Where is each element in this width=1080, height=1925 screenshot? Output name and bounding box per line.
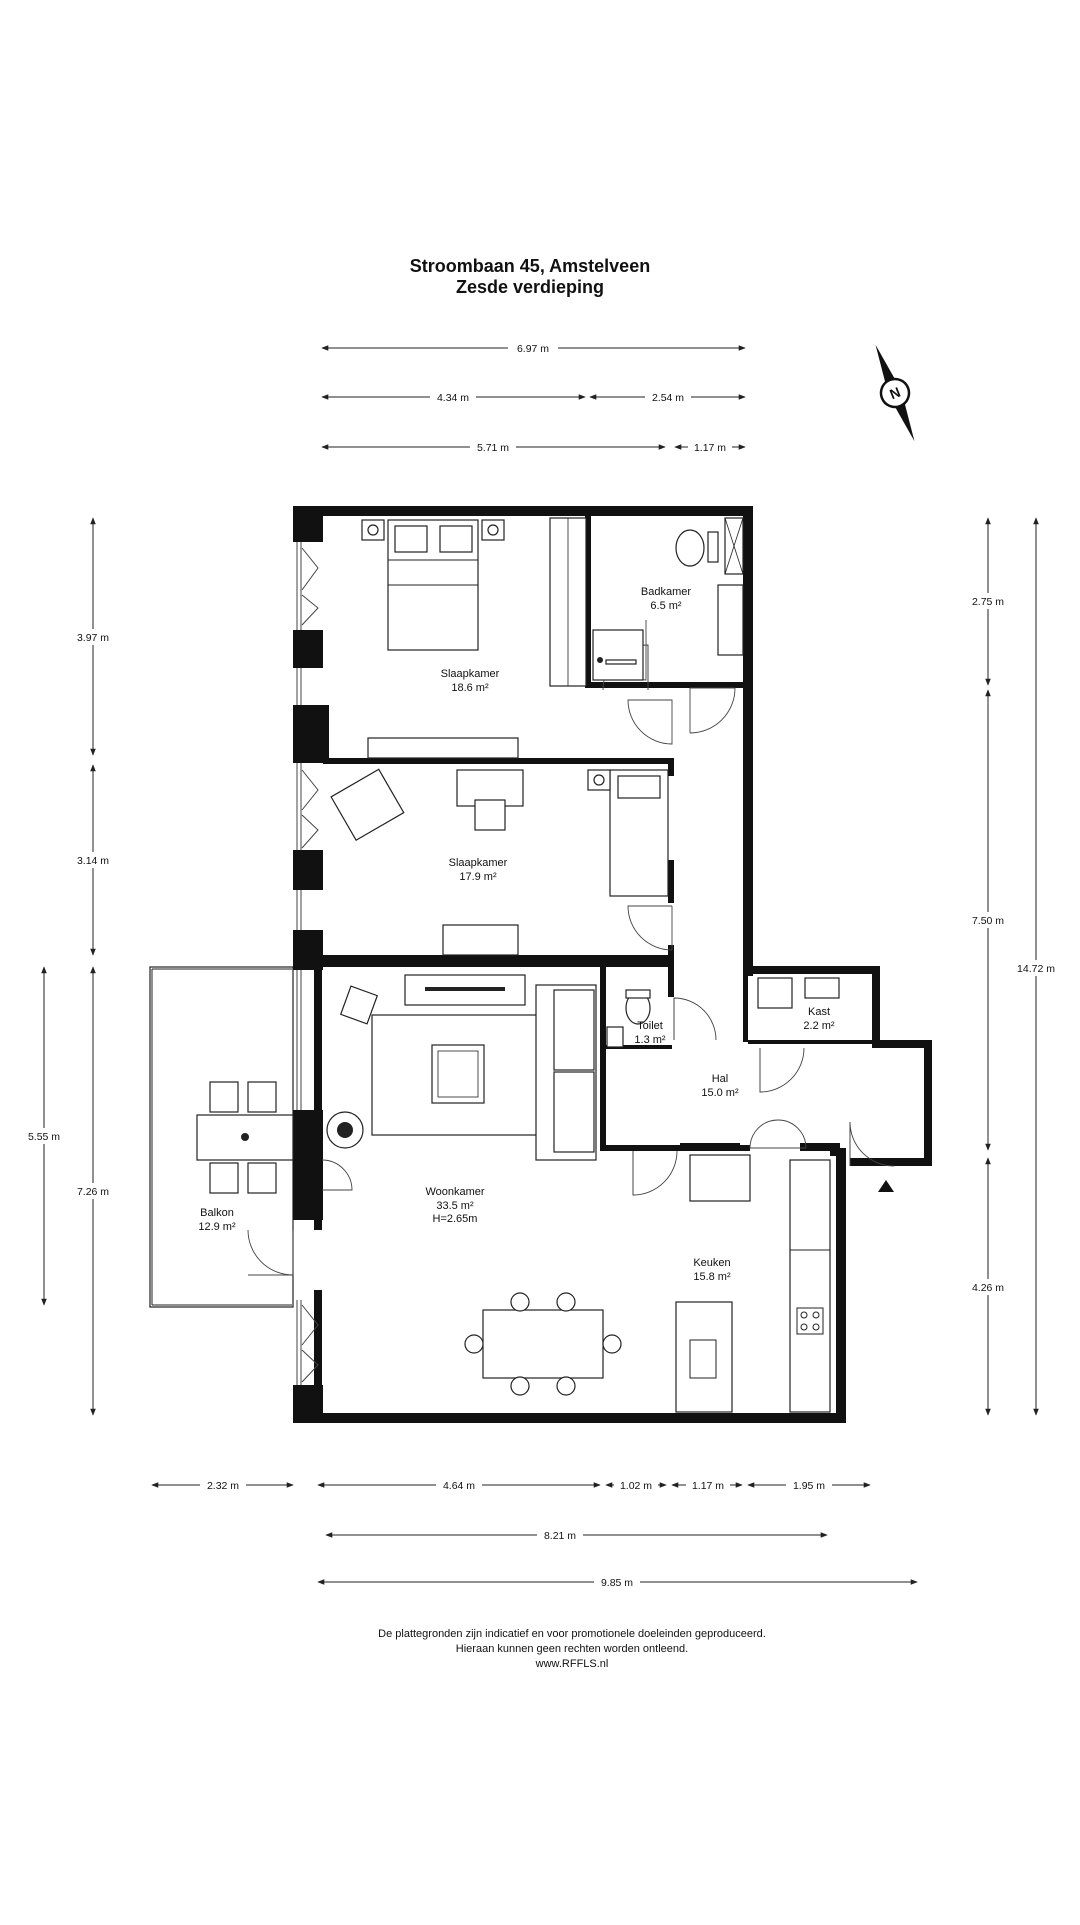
sofa <box>535 984 597 1161</box>
sideboard <box>442 924 519 956</box>
room-name-bedroom1: Slaapkamer <box>441 668 500 680</box>
page-subtitle: Zesde verdieping <box>456 277 604 297</box>
room-name-toilet: Toilet <box>637 1020 663 1032</box>
room-area-closet: 2.2 m² <box>803 1020 835 1032</box>
double-bed <box>387 519 479 651</box>
room-name-living: Woonkamer <box>425 1186 484 1198</box>
disclaimer-line2: Hieraan kunnen geen rechten worden ontle… <box>456 1643 688 1655</box>
svg-text:1.17 m: 1.17 m <box>694 442 726 454</box>
svg-text:14.72 m: 14.72 m <box>1017 963 1055 975</box>
svg-text:4.26 m: 4.26 m <box>972 1282 1004 1294</box>
room-area-toilet: 1.3 m² <box>634 1034 666 1046</box>
single-bed <box>587 769 669 897</box>
svg-text:1.02 m: 1.02 m <box>620 1480 652 1492</box>
svg-text:4.64 m: 4.64 m <box>443 1480 475 1492</box>
right-dimensions: 2.75 m 7.50 m 4.26 m 14.72 m <box>966 517 1060 1416</box>
walls <box>293 506 932 1423</box>
svg-text:3.97 m: 3.97 m <box>77 632 109 644</box>
svg-text:7.26 m: 7.26 m <box>77 1186 109 1198</box>
svg-text:6.97 m: 6.97 m <box>517 343 549 355</box>
room-name-kitchen: Keuken <box>693 1257 730 1269</box>
coffee-table <box>431 1044 485 1104</box>
windows <box>296 542 319 1385</box>
room-height-living: H=2.65m <box>433 1213 478 1225</box>
entrance-arrow-icon <box>878 1180 894 1192</box>
balcony-table-set <box>196 1081 294 1194</box>
kitchen-cabinet <box>689 1154 751 1202</box>
tv-unit <box>404 974 526 1006</box>
website-link[interactable]: www.RFFLS.nl <box>535 1658 609 1670</box>
bottom-dimensions: 2.32 m 4.64 m 1.02 m 1.17 m 1.95 m 8.21 … <box>151 1477 918 1590</box>
armchair <box>339 985 379 1025</box>
north-arrow-icon: N <box>875 344 915 442</box>
room-area-kitchen: 15.8 m² <box>693 1271 731 1283</box>
svg-text:1.95 m: 1.95 m <box>793 1480 825 1492</box>
room-name-balcony: Balkon <box>200 1207 234 1219</box>
svg-text:4.34 m: 4.34 m <box>437 392 469 404</box>
svg-text:9.85 m: 9.85 m <box>601 1577 633 1589</box>
toilet-fixture <box>606 989 651 1048</box>
svg-text:2.54 m: 2.54 m <box>652 392 684 404</box>
room-area-bedroom1: 18.6 m² <box>451 682 489 694</box>
svg-text:3.14 m: 3.14 m <box>77 855 109 867</box>
room-name-hall: Hal <box>712 1073 729 1085</box>
left-dimensions: 3.97 m 3.14 m 5.55 m 7.26 m <box>23 517 114 1416</box>
bathroom-fixtures <box>592 517 744 681</box>
nightstand-lamp-icon <box>361 519 505 541</box>
room-name-bathroom: Badkamer <box>641 586 691 598</box>
svg-text:5.55 m: 5.55 m <box>28 1131 60 1143</box>
kitchen-counter <box>789 1159 831 1413</box>
svg-text:1.17 m: 1.17 m <box>692 1480 724 1492</box>
dining-table <box>464 1292 622 1396</box>
room-name-bedroom2: Slaapkamer <box>449 857 508 869</box>
desk-set <box>330 768 524 841</box>
room-area-living: 33.5 m² <box>436 1200 474 1212</box>
svg-text:5.71 m: 5.71 m <box>477 442 509 454</box>
svg-text:7.50 m: 7.50 m <box>972 915 1004 927</box>
svg-text:8.21 m: 8.21 m <box>544 1530 576 1542</box>
room-labels: Slaapkamer 18.6 m² Badkamer 6.5 m² Slaap… <box>198 586 835 1283</box>
room-area-bedroom2: 17.9 m² <box>459 871 497 883</box>
disclaimer-line1: De plattegronden zijn indicatief en voor… <box>378 1628 766 1640</box>
dresser <box>367 737 519 759</box>
page-title: Stroombaan 45, Amstelveen <box>410 256 650 276</box>
top-dimensions: 6.97 m 4.34 m 2.54 m 5.71 m 1.17 m <box>321 340 746 455</box>
room-area-hall: 15.0 m² <box>701 1087 739 1099</box>
closet-fixtures <box>757 977 840 1009</box>
kitchen-island <box>675 1301 733 1413</box>
svg-text:2.75 m: 2.75 m <box>972 596 1004 608</box>
room-name-closet: Kast <box>808 1006 830 1018</box>
room-area-balcony: 12.9 m² <box>198 1221 236 1233</box>
svg-text:2.32 m: 2.32 m <box>207 1480 239 1492</box>
room-area-bathroom: 6.5 m² <box>650 600 682 612</box>
